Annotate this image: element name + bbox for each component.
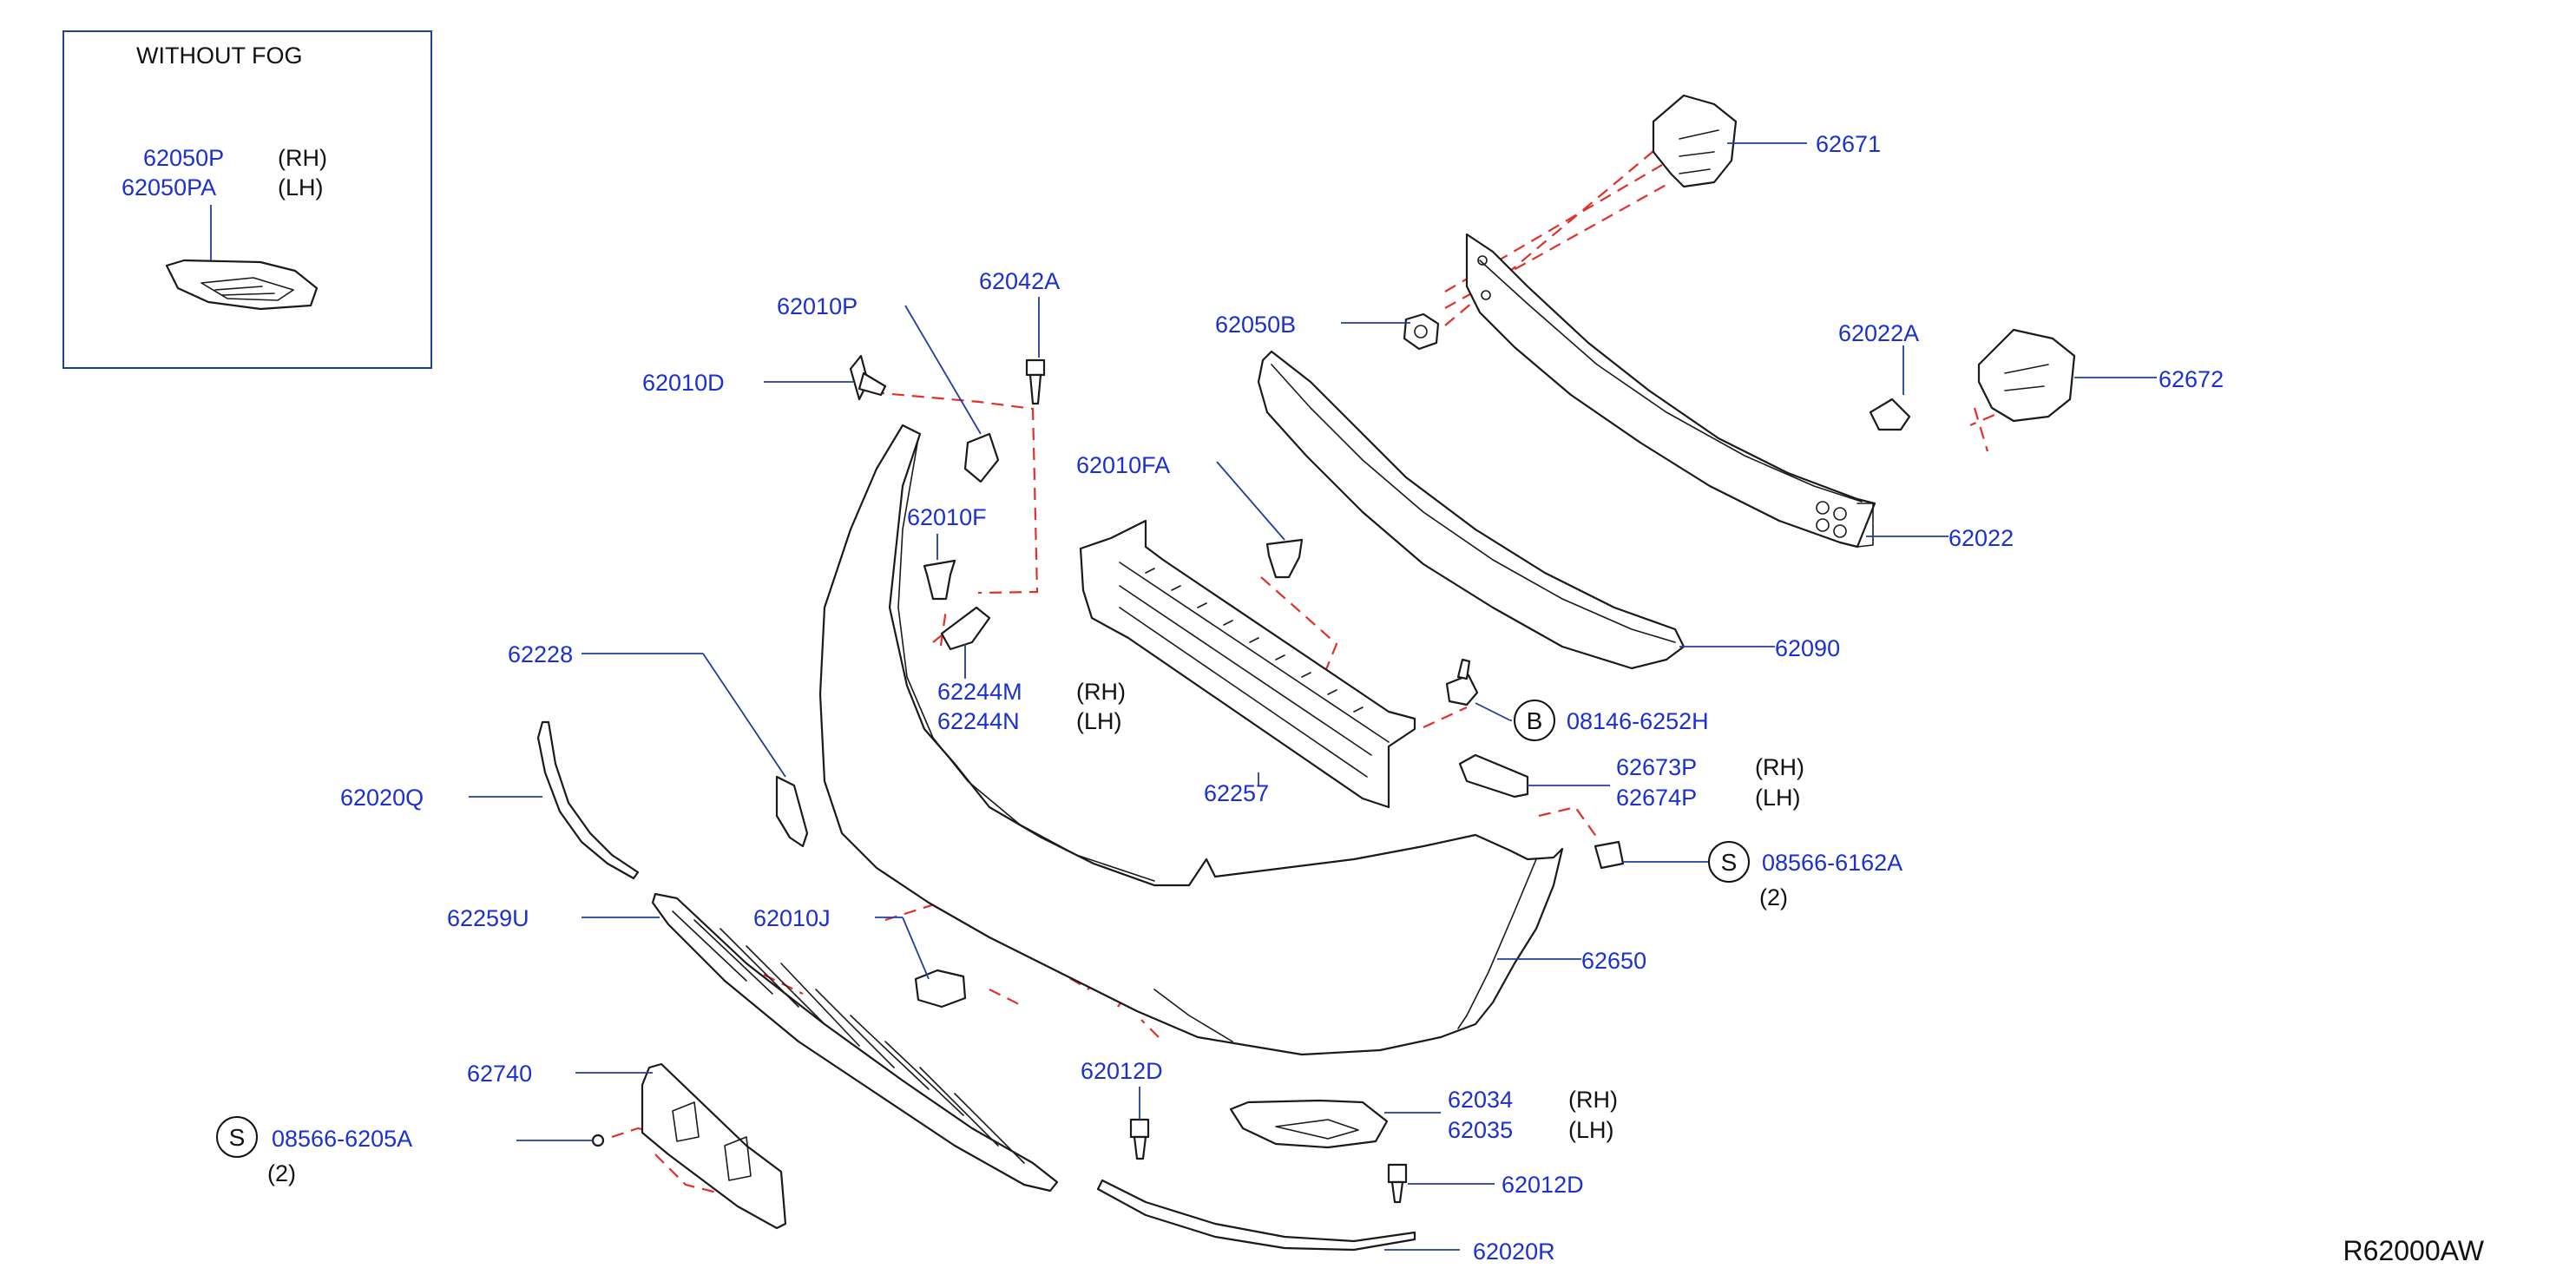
side-lh: (LH) <box>278 174 324 200</box>
molding-62020Q <box>536 720 640 880</box>
side-lh-62244N: (LH) <box>1076 708 1122 734</box>
symbol-s-a: S <box>1721 849 1738 876</box>
side-rh: (RH) <box>278 145 327 171</box>
symbol-b: B <box>1527 707 1543 734</box>
bracket-62673P <box>1458 753 1529 798</box>
label-62010P: 62010P <box>777 293 858 319</box>
label-62042A: 62042A <box>979 268 1060 294</box>
label-62035: 62035 <box>1448 1117 1513 1143</box>
side-rh-62034: (RH) <box>1568 1087 1618 1113</box>
side-bracket-62228 <box>775 775 809 848</box>
label-62022: 62022 <box>1948 525 2014 551</box>
label-62672: 62672 <box>2159 366 2224 392</box>
fastener-clips <box>591 312 1911 1204</box>
side-rh-62244M: (RH) <box>1076 679 1126 705</box>
fog-lamp-cover-62034 <box>1229 1099 1389 1149</box>
label-62259U: 62259U <box>447 905 529 931</box>
label-62034: 62034 <box>1448 1087 1513 1113</box>
label-62671: 62671 <box>1816 131 1881 157</box>
leader-lines <box>469 142 2157 1251</box>
label-62010J: 62010J <box>753 905 831 931</box>
side-lh-62674P: (LH) <box>1755 785 1801 811</box>
label-62090: 62090 <box>1775 635 1840 661</box>
crash-box-62671 <box>1652 94 1738 188</box>
qty-08566-6205A: (2) <box>267 1160 296 1186</box>
bumper-reinforcement <box>1465 233 1876 549</box>
side-lh-62035: (LH) <box>1568 1117 1614 1143</box>
symbol-s-b: S <box>229 1124 246 1151</box>
retainer-62010J <box>914 969 967 1009</box>
lower-grille-62259U <box>651 892 1059 1193</box>
label-62673P: 62673P <box>1616 754 1697 780</box>
label-62650: 62650 <box>1581 948 1646 974</box>
air-guide-62257 <box>1079 519 1416 809</box>
label-62022A: 62022A <box>1838 320 1919 346</box>
label-62050PA: 62050PA <box>122 174 216 200</box>
molding-62020R <box>1096 1179 1416 1252</box>
bumper-fascia <box>818 424 1564 1056</box>
symbol-s-circle-b <box>216 1116 258 1158</box>
symbol-b-circle <box>1514 700 1555 741</box>
label-62257: 62257 <box>1204 780 1269 806</box>
label-08566-6205A: 08566-6205A <box>272 1126 412 1152</box>
label-62020R: 62020R <box>1473 1239 1555 1265</box>
label-62020Q: 62020Q <box>340 785 424 811</box>
energy-absorber <box>1257 350 1686 670</box>
qty-08566-6162A: (2) <box>1759 884 1788 910</box>
label-62050P: 62050P <box>143 145 224 171</box>
side-rh-62673P: (RH) <box>1755 754 1804 780</box>
crash-box-62672 <box>1977 328 2076 423</box>
label-08146-6252H: 08146-6252H <box>1567 708 1709 734</box>
inset-title: WITHOUT FOG <box>136 43 302 69</box>
label-62244N: 62244N <box>937 708 1020 734</box>
label-62244M: 62244M <box>937 679 1022 705</box>
label-62012D-b: 62012D <box>1502 1172 1584 1198</box>
label-08566-6162A: 08566-6162A <box>1762 850 1902 876</box>
label-62010D: 62010D <box>642 370 725 396</box>
symbol-s-circle-a <box>1708 841 1750 883</box>
label-62010FA: 62010FA <box>1076 452 1170 478</box>
label-62740: 62740 <box>467 1061 532 1087</box>
bracket-62244M <box>940 606 991 651</box>
inset-without-fog: WITHOUT FOG 62050P (RH) 62050PA (LH) <box>62 30 432 369</box>
fog-lamp-cover-part <box>165 259 319 311</box>
diagram-reference: R62000AW <box>2343 1235 2485 1266</box>
label-62010F: 62010F <box>907 504 987 530</box>
label-62228: 62228 <box>508 641 573 667</box>
label-62674P: 62674P <box>1616 785 1697 811</box>
label-62050B: 62050B <box>1215 312 1296 338</box>
license-bracket-62740 <box>641 1062 787 1230</box>
label-62012D-a: 62012D <box>1081 1058 1163 1084</box>
